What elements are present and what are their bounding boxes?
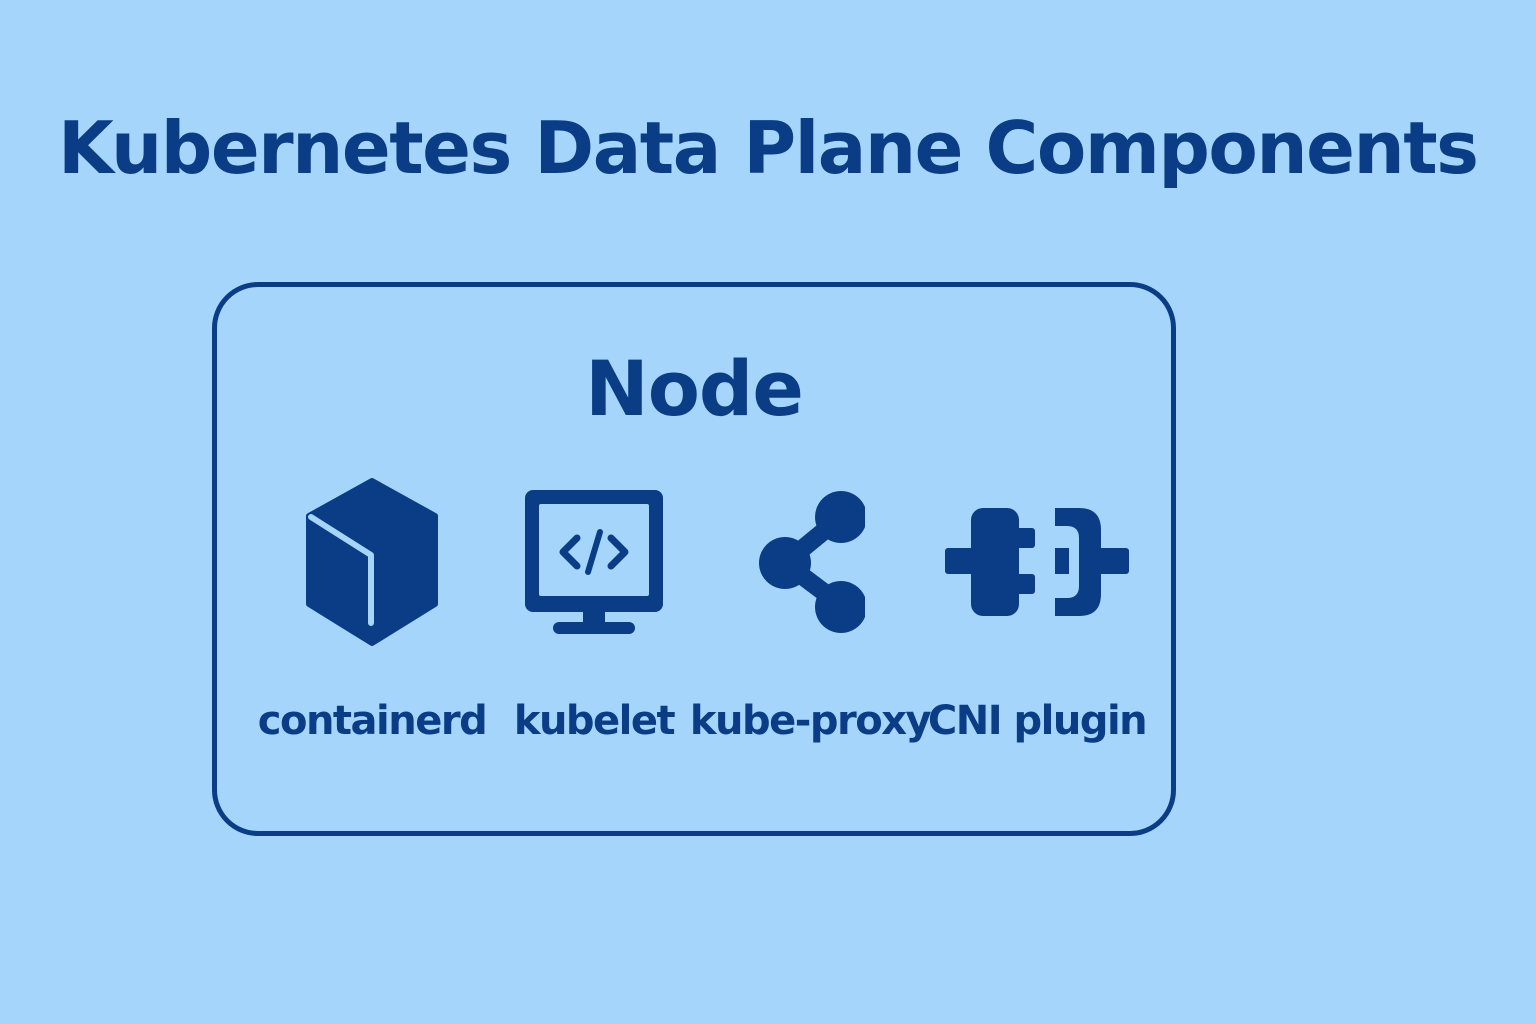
- node-box: Node containerd kubelet: [212, 282, 1176, 836]
- plug-connector-icon: [922, 477, 1152, 647]
- page-title: Kubernetes Data Plane Components: [58, 106, 1479, 190]
- cube-icon: [257, 477, 487, 647]
- component-kube-proxy: kube-proxy: [690, 477, 932, 777]
- component-kubelet: kubelet: [479, 477, 709, 777]
- component-label: containerd: [257, 698, 488, 744]
- component-cni-plugin: CNI plugin: [922, 477, 1152, 777]
- component-containerd: containerd: [257, 477, 488, 777]
- component-label: kubelet: [513, 698, 676, 744]
- code-monitor-icon: [479, 477, 709, 647]
- component-label: kube-proxy: [689, 698, 932, 744]
- node-title: Node: [585, 344, 804, 433]
- share-nodes-icon: [695, 477, 925, 647]
- component-label: CNI plugin: [927, 698, 1148, 744]
